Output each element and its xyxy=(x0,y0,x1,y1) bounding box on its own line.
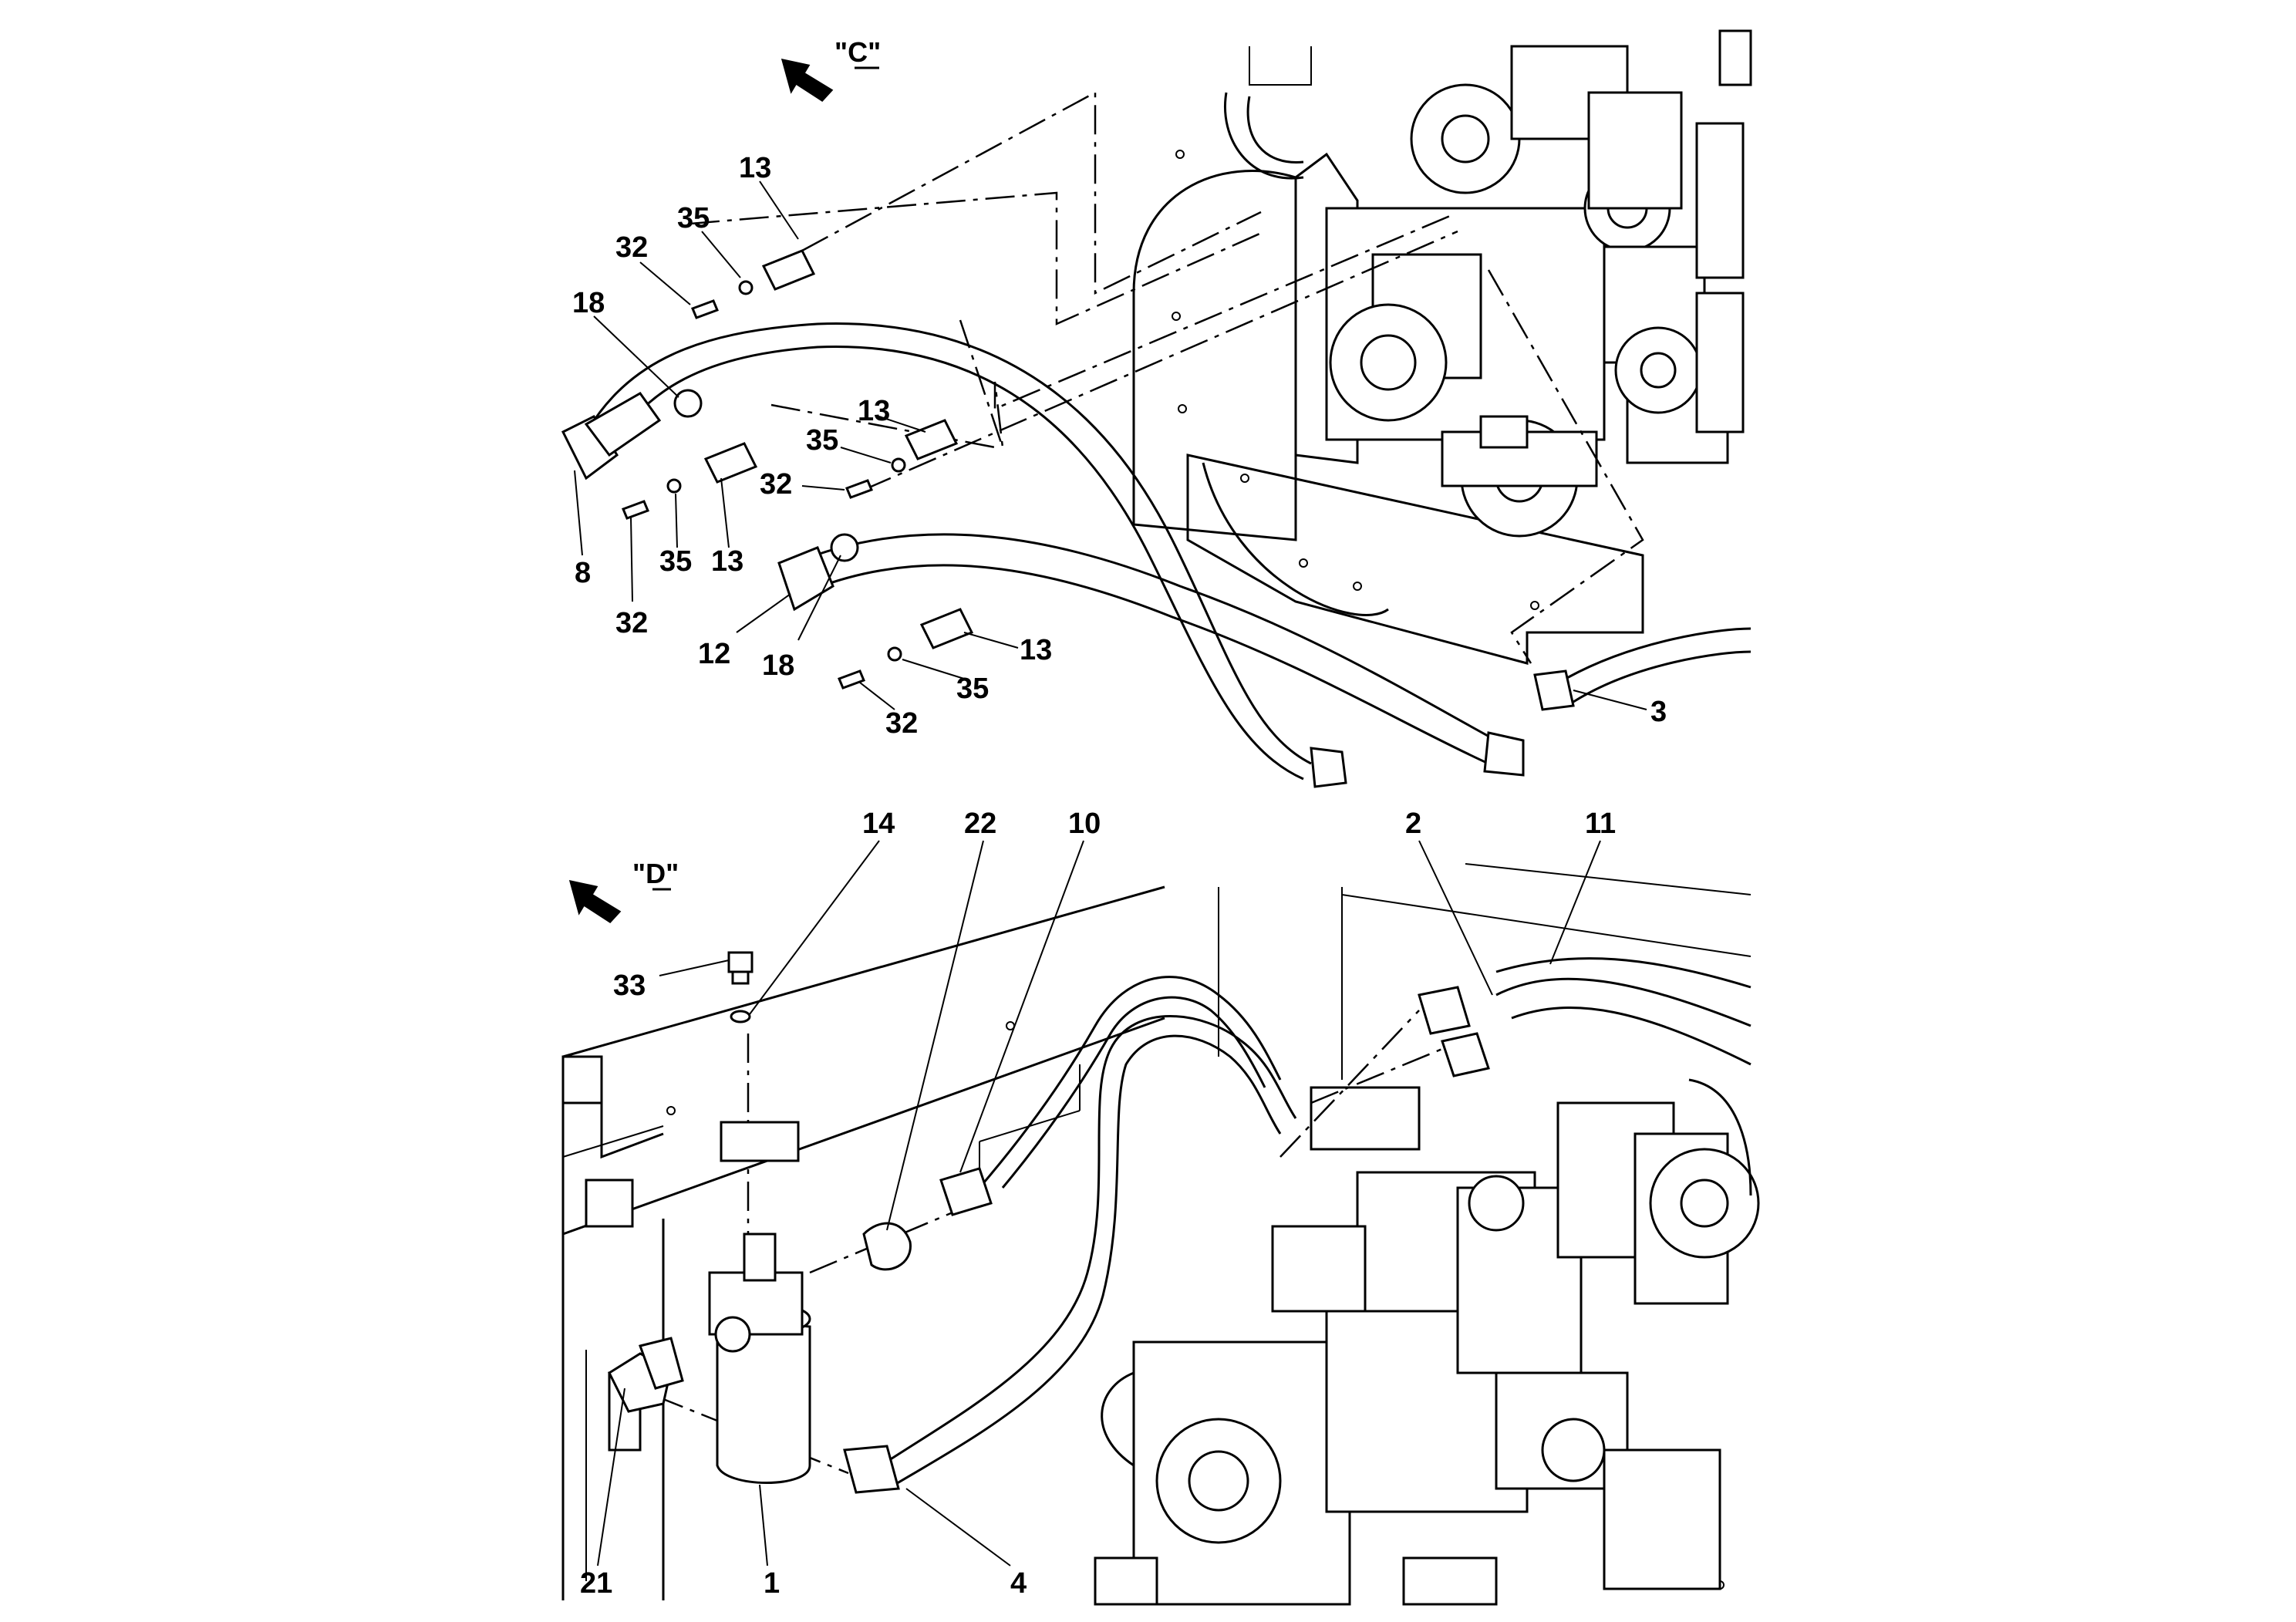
callout-22: 22 xyxy=(964,808,996,840)
callout-35-top-b: 35 xyxy=(806,424,838,457)
hose-12 xyxy=(777,533,1525,777)
callout-32-top-d: 32 xyxy=(885,707,918,740)
view-c: "C" xyxy=(561,29,1752,788)
clamp-13-b xyxy=(904,419,959,460)
o-ring-18-lower xyxy=(830,533,859,562)
washer-35-c xyxy=(666,478,682,494)
frame-bottom xyxy=(561,863,1752,1600)
clamp-13-d xyxy=(919,608,974,649)
clamp-13-a xyxy=(761,249,816,291)
fitting-10 xyxy=(939,1167,993,1216)
bolt-32-b xyxy=(845,479,873,499)
callout-3: 3 xyxy=(1650,696,1667,728)
callout-13-top-b: 13 xyxy=(858,395,890,427)
callout-18-top-b: 18 xyxy=(762,649,794,682)
washer-35-a xyxy=(738,280,754,295)
hose-8 xyxy=(561,322,1347,788)
hose-10-22 xyxy=(978,976,1282,1189)
callout-12: 12 xyxy=(698,638,730,670)
callout-13-top-d: 13 xyxy=(1020,634,1052,666)
callout-13-top-c: 13 xyxy=(711,545,743,578)
pump-assembly-bottom xyxy=(1094,1078,1760,1606)
washer-35-d xyxy=(887,646,902,662)
view-d: "D" xyxy=(561,808,1760,1606)
explode-line-bottom-1 xyxy=(1310,1047,1443,1104)
callout-21: 21 xyxy=(580,1567,612,1600)
explode-line-5 xyxy=(770,403,996,449)
view-d-label: "D" xyxy=(632,858,679,889)
o-ring-18-upper xyxy=(673,389,703,418)
hose-2-11 xyxy=(1418,957,1752,1077)
filter-1 xyxy=(708,1233,811,1484)
hose-3 xyxy=(1533,627,1752,711)
view-c-arrow-icon xyxy=(781,59,834,102)
callout-8: 8 xyxy=(575,557,591,589)
callout-35-top-a: 35 xyxy=(677,202,710,234)
leaders-bottom xyxy=(597,840,1601,1566)
explode-line-bottom-3 xyxy=(809,1209,957,1274)
view-d-arrow-icon xyxy=(568,880,622,923)
callout-14: 14 xyxy=(862,808,895,840)
callout-32-top-c: 32 xyxy=(615,607,648,639)
hose-4 xyxy=(843,1015,1297,1494)
leaders-top xyxy=(574,180,1647,710)
washer-14 xyxy=(730,1010,751,1023)
callout-32-top-b: 32 xyxy=(760,468,792,501)
callout-2: 2 xyxy=(1405,808,1421,840)
bolt-32-a xyxy=(691,299,719,319)
callout-35-top-d: 35 xyxy=(956,673,989,705)
callout-32-top-a: 32 xyxy=(615,231,648,264)
callout-11: 11 xyxy=(1585,808,1616,840)
explode-line-4 xyxy=(863,230,1458,491)
callout-13-top-a: 13 xyxy=(739,152,771,184)
explode-line-6 xyxy=(1487,269,1644,664)
fitting-21b xyxy=(639,1337,684,1390)
explode-line-3 xyxy=(959,214,1451,448)
view-c-label: "C" xyxy=(834,36,881,68)
clamp-13-c xyxy=(703,442,758,484)
callout-1: 1 xyxy=(764,1567,780,1600)
bolt-32-c xyxy=(622,500,649,520)
explode-line-1 xyxy=(801,90,1262,295)
callout-33: 33 xyxy=(613,969,646,1002)
callout-18-top-a: 18 xyxy=(572,287,605,319)
explode-line-bottom-2 xyxy=(1279,1010,1420,1158)
callout-10: 10 xyxy=(1068,808,1101,840)
explode-line-2 xyxy=(689,191,1266,325)
washer-35-b xyxy=(891,457,906,473)
bracket xyxy=(720,1121,800,1162)
pump-assembly-top xyxy=(1132,29,1752,665)
bolt-33 xyxy=(727,951,754,985)
fitting-22 xyxy=(862,1222,912,1271)
callout-35-top-c: 35 xyxy=(659,545,692,578)
callout-4: 4 xyxy=(1010,1567,1027,1600)
bolt-32-d xyxy=(838,669,865,690)
